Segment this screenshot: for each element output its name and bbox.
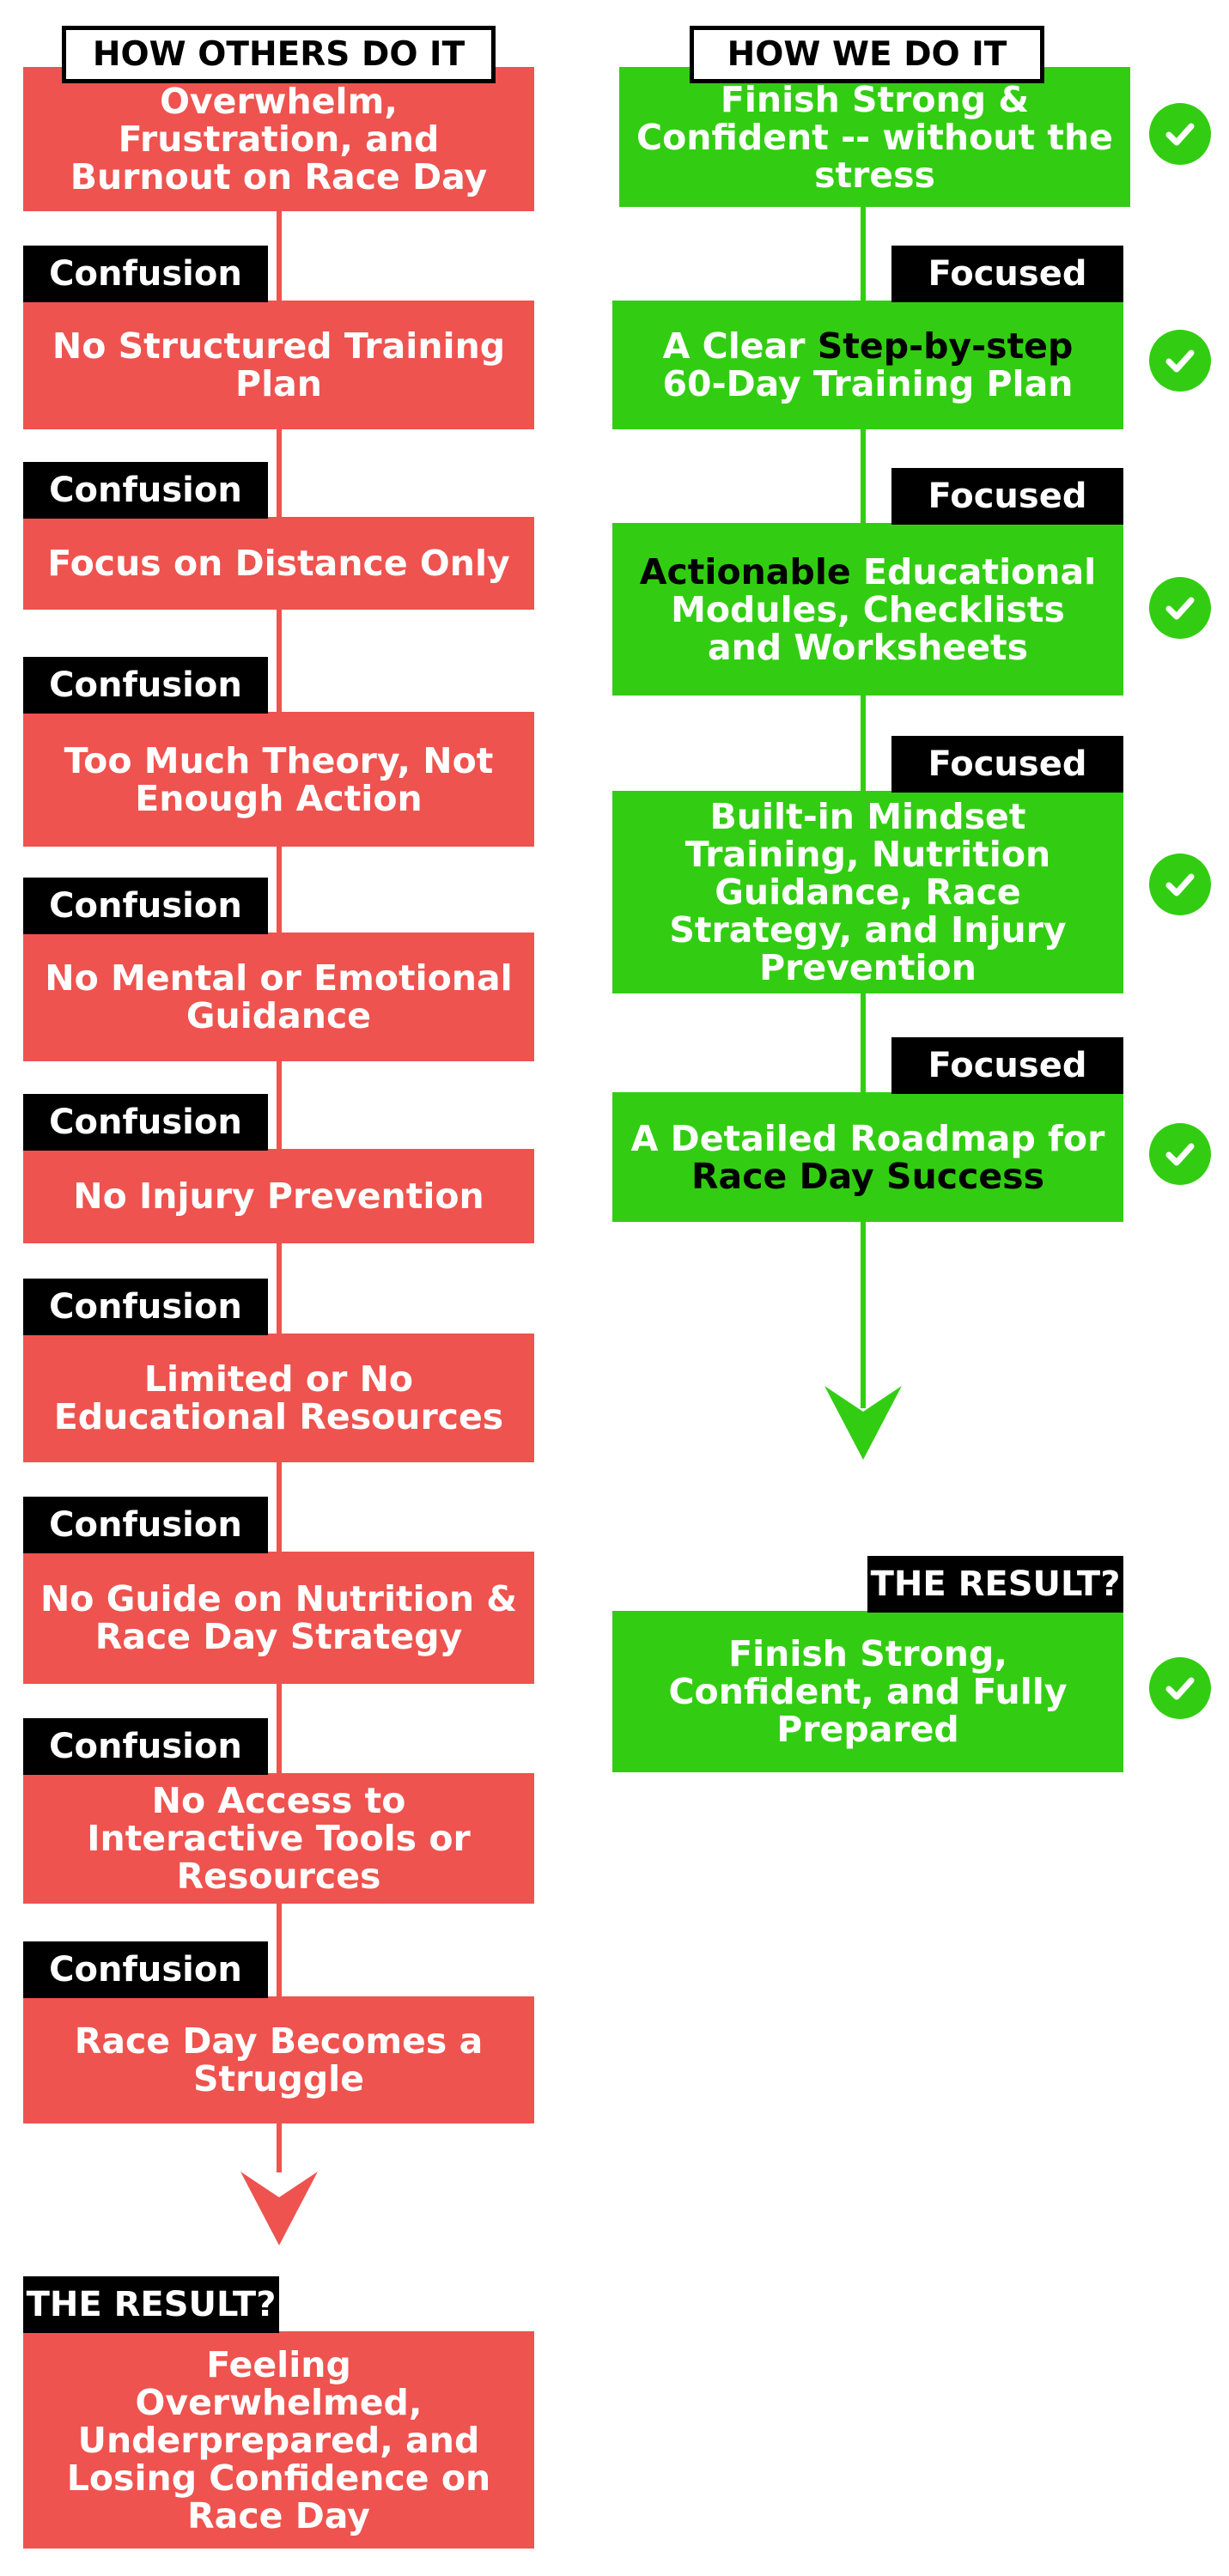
left-step-6-tag: Confusion — [23, 1279, 268, 1335]
right-step-3-box: Built-in Mindset Training, Nutrition Gui… — [612, 791, 1123, 993]
left-step-6-box: Limited or No Educational Resources — [23, 1334, 534, 1462]
right-step-2-tag: Focused — [891, 468, 1123, 525]
right-step-1-highlight: Step-by-step — [817, 325, 1074, 367]
check-circle-icon — [1149, 103, 1211, 165]
left-step-3-tag: Confusion — [23, 657, 268, 714]
left-arrow-down-icon — [240, 2168, 318, 2245]
left-step-5-tag: Confusion — [23, 1094, 268, 1151]
check-circle-icon — [1149, 854, 1211, 915]
right-top-box: Finish Strong & Confident -- without the… — [619, 67, 1130, 207]
left-column-header: HOW OTHERS DO IT — [62, 26, 496, 83]
right-step-1-box: A Clear Step-by-step 60-Day Training Pla… — [612, 301, 1123, 429]
left-step-2-box: Focus on Distance Only — [23, 517, 534, 610]
right-arrow-down-icon — [824, 1382, 902, 1460]
right-step-3-text: Built-in Mindset Training, Nutrition Gui… — [669, 796, 1067, 988]
check-circle-icon — [1149, 577, 1211, 639]
left-step-5-box: No Injury Prevention — [23, 1149, 534, 1243]
right-step-3-tag: Focused — [891, 736, 1123, 793]
right-step-4-highlight: Race Day Success — [691, 1155, 1044, 1197]
check-circle-icon — [1149, 1657, 1211, 1719]
left-result-tag: THE RESULT? — [23, 2276, 279, 2333]
right-step-1-text: A Clear Step-by-step 60-Day Training Pla… — [662, 325, 1074, 404]
left-step-4-box: No Mental or Emotional Guidance — [23, 933, 534, 1061]
right-step-2-text: Actionable Educational Modules, Checklis… — [639, 550, 1097, 668]
right-step-1-tag: Focused — [891, 246, 1123, 302]
left-step-1-box: No Structured Training Plan — [23, 301, 534, 429]
right-step-4-box: A Detailed Roadmap for Race Day Success — [612, 1092, 1123, 1222]
right-step-4-text: A Detailed Roadmap for Race Day Success — [630, 1117, 1105, 1197]
left-step-8-box: No Access to Interactive Tools or Resour… — [23, 1773, 534, 1904]
right-result-box: Finish Strong, Confident, and Fully Prep… — [612, 1611, 1123, 1772]
left-step-2-tag: Confusion — [23, 462, 268, 519]
left-top-box: Overwhelm, Frustration, and Burnout on R… — [23, 67, 534, 211]
left-step-4-tag: Confusion — [23, 878, 268, 934]
right-step-2-box: Actionable Educational Modules, Checklis… — [612, 523, 1123, 696]
check-circle-icon — [1149, 1123, 1211, 1185]
right-step-4-tag: Focused — [891, 1037, 1123, 1094]
left-result-box: Feeling Overwhelmed, Underprepared, and … — [23, 2331, 534, 2549]
left-step-8-tag: Confusion — [23, 1718, 268, 1775]
left-step-7-tag: Confusion — [23, 1497, 268, 1553]
check-circle-icon — [1149, 330, 1211, 392]
right-result-tag: THE RESULT? — [867, 1556, 1123, 1613]
left-step-9-tag: Confusion — [23, 1941, 268, 1998]
right-step-2-highlight: Actionable — [639, 550, 851, 592]
left-step-3-box: Too Much Theory, Not Enough Action — [23, 712, 534, 847]
right-column-header: HOW WE DO IT — [690, 26, 1044, 83]
left-step-9-box: Race Day Becomes a Struggle — [23, 1996, 534, 2123]
left-step-7-box: No Guide on Nutrition & Race Day Strateg… — [23, 1552, 534, 1684]
left-step-1-tag: Confusion — [23, 246, 268, 302]
